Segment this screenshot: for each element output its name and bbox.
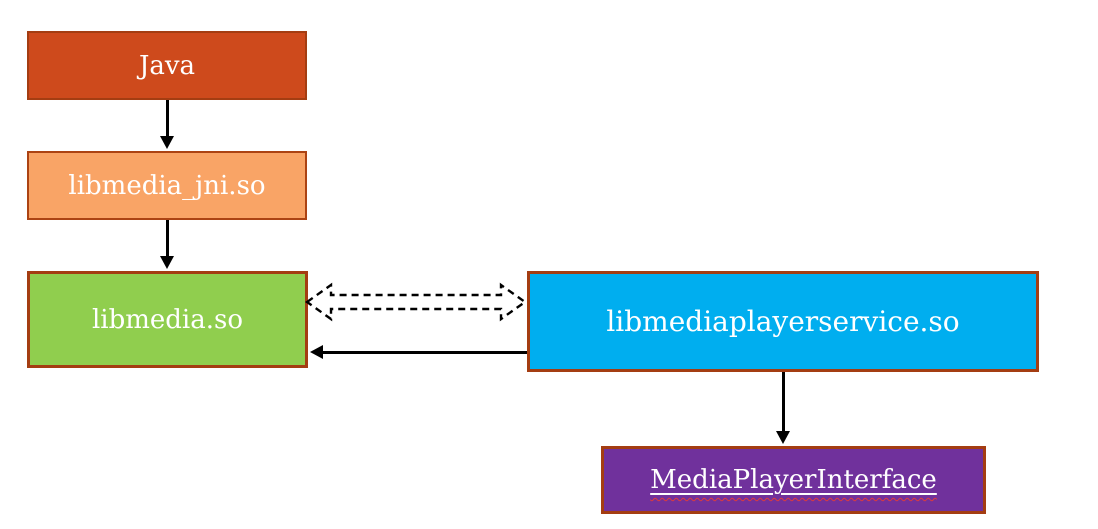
arrow-libmediaplayerservice-to-libmedia bbox=[310, 345, 527, 359]
arrowhead-left-icon bbox=[310, 345, 323, 359]
arrowhead-down-icon bbox=[160, 256, 174, 269]
node-libmedia-jni: libmedia_jni.so bbox=[27, 151, 307, 220]
spellcheck-squiggle: MediaPlayerInterface bbox=[650, 465, 937, 495]
node-mediaplayerinterface-label: MediaPlayerInterface bbox=[650, 465, 937, 495]
node-java: Java bbox=[27, 31, 307, 100]
arrowhead-down-icon bbox=[776, 431, 790, 444]
dashed-arrow-outline bbox=[305, 282, 527, 322]
arrow-shaft bbox=[165, 100, 169, 138]
node-libmedia: libmedia.so bbox=[27, 271, 308, 368]
arrow-java-to-libmedia-jni bbox=[160, 100, 174, 149]
arrow-shaft bbox=[165, 220, 169, 258]
node-libmediaplayerservice: libmediaplayerservice.so bbox=[527, 271, 1039, 372]
node-libmediaplayerservice-label: libmediaplayerservice.so bbox=[606, 305, 960, 338]
arrowhead-down-icon bbox=[160, 136, 174, 149]
arrow-libmediaplayerservice-to-mediaplayerinterface bbox=[776, 372, 790, 444]
node-mediaplayerinterface: MediaPlayerInterface bbox=[601, 446, 986, 514]
arrow-shaft bbox=[322, 350, 527, 354]
arrow-libmedia-jni-to-libmedia bbox=[160, 220, 174, 269]
node-libmedia-jni-label: libmedia_jni.so bbox=[68, 170, 266, 201]
node-java-label: Java bbox=[138, 50, 196, 81]
arrow-shaft bbox=[781, 372, 785, 433]
dashed-bidirectional-arrow bbox=[305, 282, 527, 322]
node-libmedia-label: libmedia.so bbox=[91, 304, 244, 335]
